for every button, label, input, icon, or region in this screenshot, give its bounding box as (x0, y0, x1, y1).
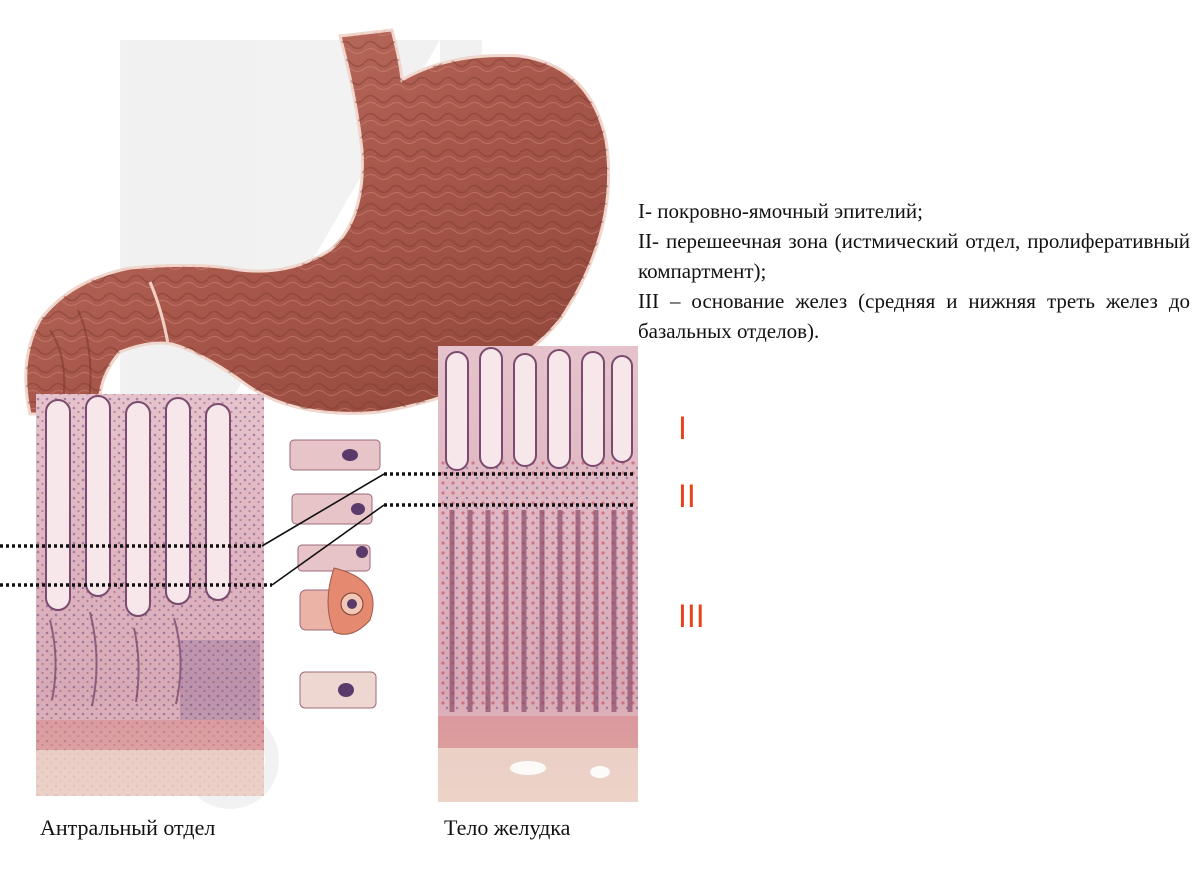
legend-zone-3: III – основание желез (средняя и ниж­няя… (638, 286, 1190, 346)
epithelial-cells (290, 440, 380, 708)
caption-body: Тело желудка (444, 812, 664, 844)
zone-label-3: III (678, 600, 705, 632)
zone-label-1: I (678, 412, 687, 444)
legend-zone-2: II- перешеечная зона (истмический от­дел… (638, 226, 1190, 286)
antral-tissue-section (36, 394, 264, 796)
legend-zone-1: I- покровно-ямочный эпителий; (638, 196, 1190, 226)
zone-legend: I- покровно-ямочный эпителий; II- переше… (638, 196, 1190, 346)
body-tissue-section (438, 346, 638, 802)
zone-label-2: II (678, 480, 696, 512)
caption-antral: Антральный отдел (40, 812, 240, 844)
